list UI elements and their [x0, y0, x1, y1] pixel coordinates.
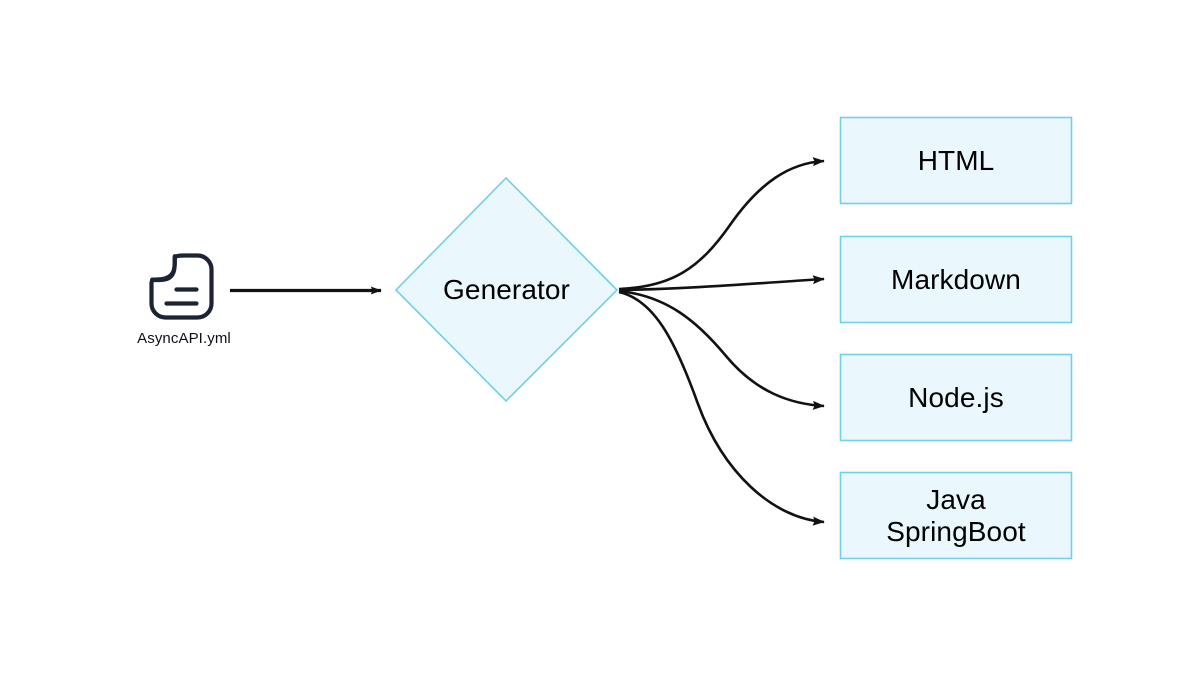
output-box-html: [839, 116, 1073, 205]
generator-diamond: [394, 176, 619, 403]
edge-generator-to-html: [618, 157, 825, 291]
edge-generator-to-nodejs: [618, 289, 825, 410]
source-file-caption: AsyncAPI.yml: [137, 330, 231, 347]
edge-generator-to-markdown: [618, 275, 825, 292]
edge-generator-to-java-springboot: [618, 290, 825, 526]
output-box-nodejs: [839, 353, 1073, 442]
document-file-icon: [149, 253, 214, 320]
output-box-java-springboot: [839, 471, 1073, 560]
output-box-markdown: [839, 235, 1073, 324]
